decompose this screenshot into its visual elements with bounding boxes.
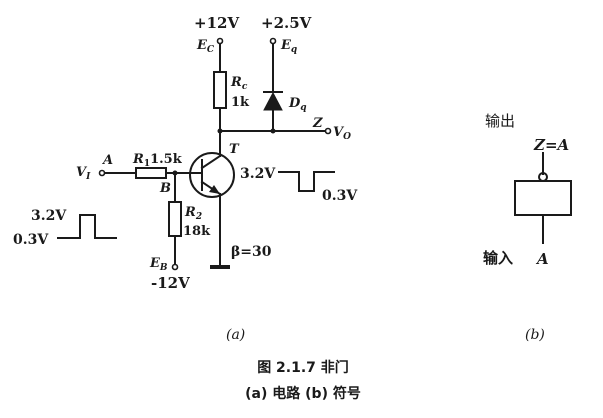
r2-label: R2 [184, 205, 202, 222]
supply-eq: +2.5V Eq [261, 14, 312, 55]
r2-value: 18k [183, 224, 211, 239]
z-label: Z [312, 116, 323, 131]
caption-parts: (a) 电路 (b) 符号 [245, 385, 361, 402]
eq-terminal [269, 37, 277, 45]
input-waveform [57, 214, 117, 239]
output-terminal [324, 127, 332, 135]
beta-label: β=30 [231, 244, 272, 260]
supply-ec: +12V EC [194, 14, 239, 55]
subfigure-a-label: (a) [226, 327, 245, 343]
output-expression: Z=A [533, 136, 569, 154]
input-text: 输入 [483, 249, 513, 267]
eb-terminal [171, 263, 179, 271]
not-gate-symbol: 输出 Z=A 输入 A [483, 112, 572, 268]
vi-label: VI [76, 165, 91, 182]
eb-label: EB [149, 256, 168, 273]
r1-label: R11.5k [132, 152, 183, 169]
ec-terminal [216, 37, 224, 45]
rc-value: 1k [231, 95, 250, 110]
transistor-t [189, 152, 235, 198]
rc-resistor [213, 71, 227, 109]
supply-bottom-label: -12V [151, 274, 190, 292]
transistor-collector-lead [200, 154, 222, 170]
out-low-label: 0.3V [322, 188, 358, 204]
out-high-label: 3.2V [240, 166, 276, 182]
output-waveform [278, 171, 335, 192]
in-low-label: 0.3V [13, 232, 49, 248]
output-text: 输出 [485, 112, 515, 130]
supply-diode-label: +2.5V [261, 14, 312, 32]
emitter-arrow [209, 185, 220, 194]
ec-label: EC [196, 38, 215, 55]
r2-resistor [168, 201, 182, 237]
b-label: B [159, 181, 171, 196]
subfigure-b-label: (b) [525, 327, 545, 343]
figure-caption: 图 2.1.7 非门 [257, 359, 349, 376]
dq-label: Dq [288, 96, 307, 113]
eq-label: Eq [280, 38, 297, 55]
supply-top-label: +12V [194, 14, 239, 32]
input-terminal [98, 169, 106, 177]
transistor-body [189, 152, 235, 198]
input-variable: A [535, 250, 549, 268]
diode-node [270, 128, 276, 134]
gate-box [514, 180, 572, 216]
t-label: T [229, 142, 240, 157]
collector-node [217, 128, 223, 134]
diode-triangle [263, 91, 283, 111]
rc-label: Rc [230, 75, 248, 92]
in-high-label: 3.2V [31, 208, 67, 224]
vo-label: VO [333, 125, 351, 142]
r1-resistor [135, 167, 167, 179]
a-label: A [101, 153, 113, 168]
